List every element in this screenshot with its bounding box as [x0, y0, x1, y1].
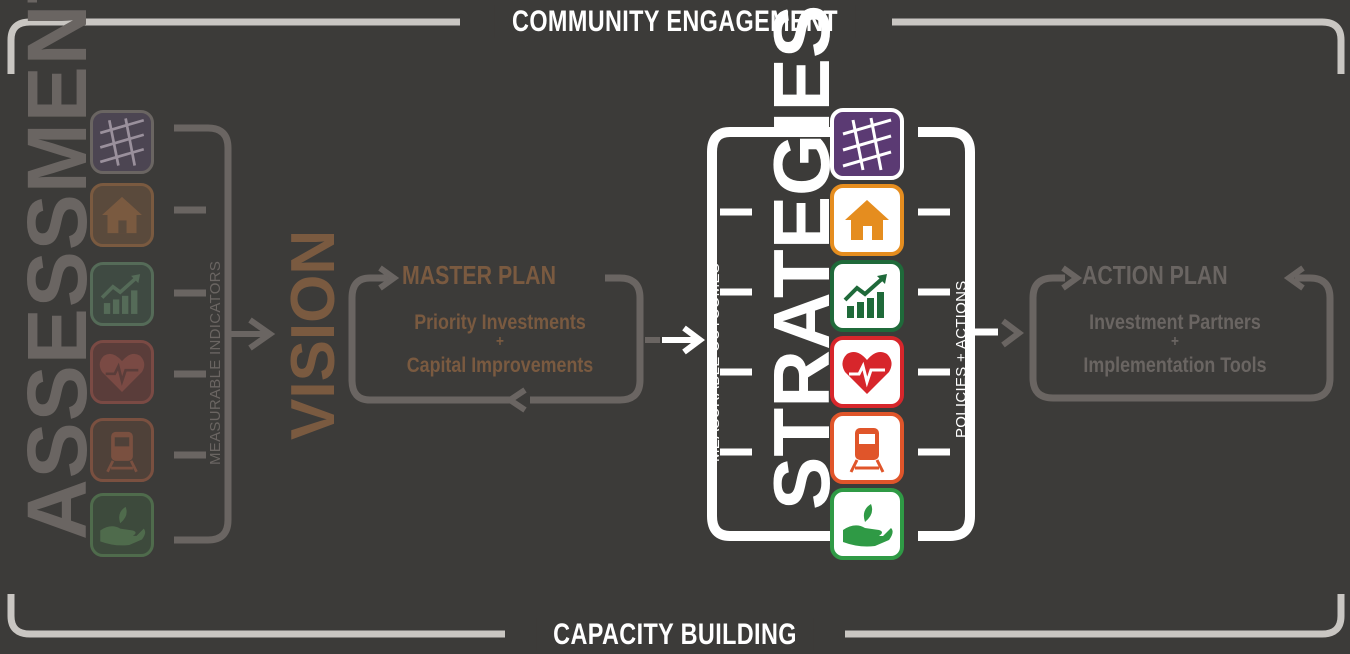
hand-leaf-icon — [90, 493, 154, 557]
community-engagement-title: COMMUNITY ENGAGEMENT — [149, 5, 1202, 39]
vision-label: VISION — [279, 229, 348, 440]
heart-pulse-icon — [830, 336, 904, 408]
measurable-indicators-label: MEASURABLE INDICATORS — [207, 260, 224, 465]
priority-investments-text: Priority Investments — [414, 311, 586, 334]
land-use-map-icon — [830, 108, 904, 180]
house-icon — [90, 183, 154, 247]
master-plan-title: MASTER PLAN — [402, 260, 556, 290]
heart-pulse-icon — [90, 340, 154, 404]
measurable-outcomes-label: MEASURABLE OUTCOMES — [706, 262, 723, 462]
arrow-to-action-plan — [1001, 318, 1024, 348]
hand-leaf-icon — [830, 488, 904, 560]
growth-chart-icon — [90, 262, 154, 326]
policies-actions-label: POLICIES + ACTIONS — [953, 280, 970, 438]
master-plan-loop — [348, 265, 660, 413]
train-icon — [90, 418, 154, 482]
action-plan-plus: + — [1171, 333, 1179, 350]
arrow-to-strategies — [662, 325, 705, 355]
land-use-map-icon — [90, 110, 154, 174]
capacity-building-title: CAPACITY BUILDING — [149, 618, 1202, 652]
action-plan-loop — [1029, 265, 1334, 402]
capital-improvements-text: Capital Improvements — [406, 354, 594, 377]
strategies-bracket — [707, 127, 998, 541]
assessment-bracket — [174, 124, 276, 544]
train-icon — [830, 412, 904, 484]
action-plan-title: ACTION PLAN — [1082, 260, 1228, 290]
investment-partners-text: Investment Partners — [1089, 311, 1261, 334]
house-icon — [830, 184, 904, 256]
assessment-label: ASSESSMENT — [10, 0, 104, 540]
master-plan-plus: + — [496, 333, 504, 350]
implementation-tools-text: Implementation Tools — [1083, 354, 1267, 377]
growth-chart-icon — [830, 260, 904, 332]
